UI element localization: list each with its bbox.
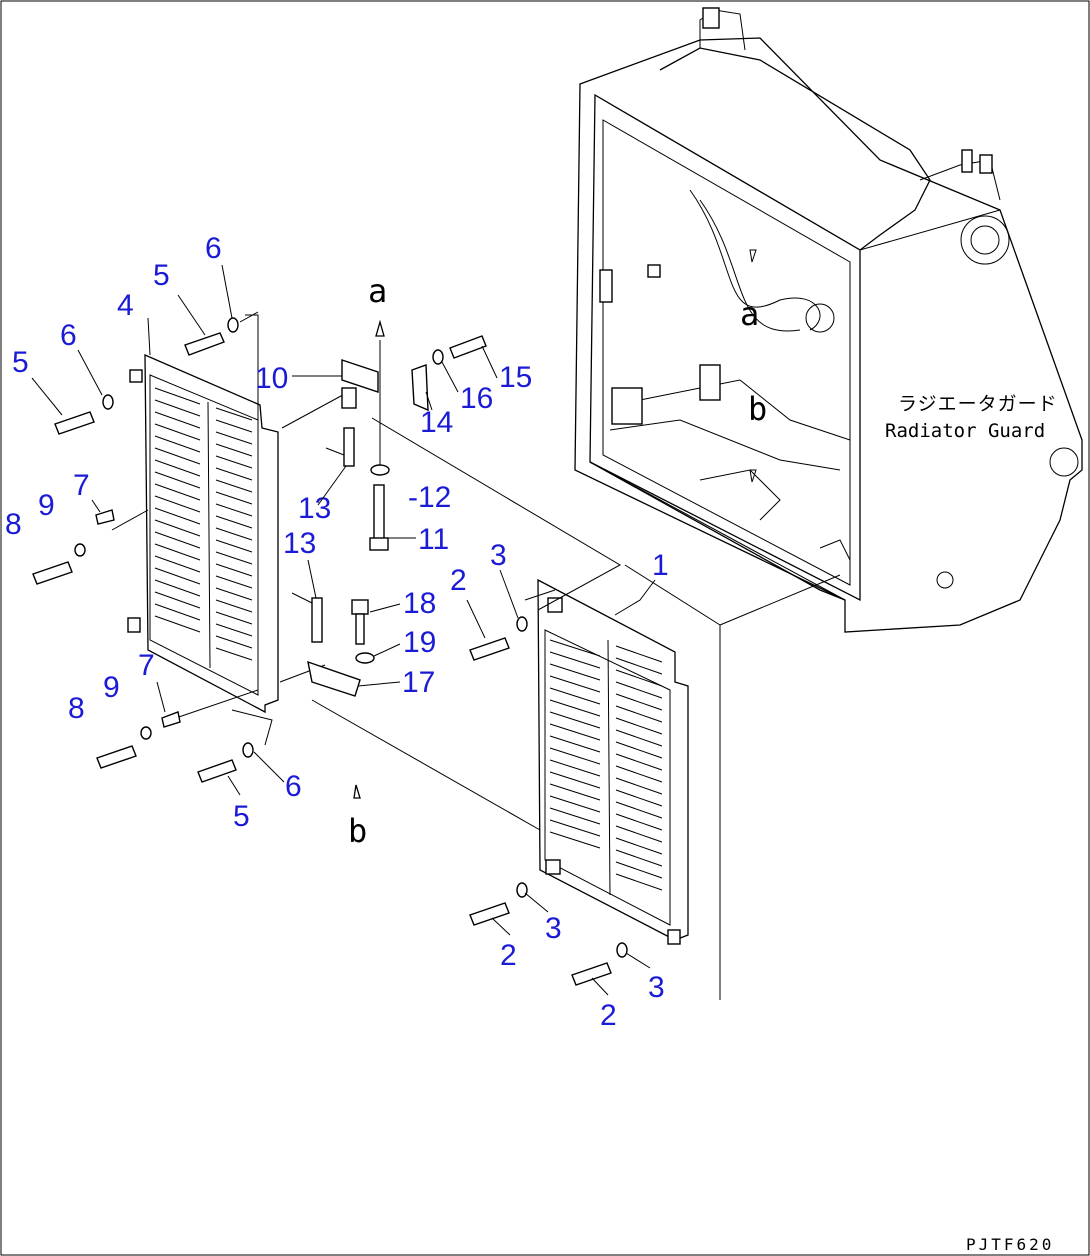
callout-14: 14 [420,406,453,439]
callout-leaders [31,264,656,996]
callout-3: 3 [648,971,665,1004]
callout-1: 1 [652,549,669,582]
left-grille [127,354,279,714]
ref-letter-b: b [348,812,367,850]
callout-7: 7 [138,649,155,682]
callout-9: 9 [103,671,120,704]
callout-15: 15 [499,361,532,394]
callout-10: 10 [255,362,288,395]
callout-3: 3 [490,539,507,572]
callout-6: 6 [60,319,77,352]
callout-labels: 1 2 2 2 3 3 3 4 5 5 5 6 6 6 7 7 8 8 9 9 … [5,232,669,1032]
callout-11: 11 [418,523,449,556]
guard-ref-a: a [740,295,759,333]
callout-13: 13 [298,492,331,525]
callout-4: 4 [117,289,134,322]
guard-label-english: Radiator Guard [885,420,1045,442]
callout-6: 6 [205,232,222,265]
callout-5: 5 [12,346,29,379]
callout-18: 18 [403,587,436,620]
callout-6: 6 [285,770,302,803]
callout-2: 2 [600,999,617,1032]
callout-13: 13 [283,527,316,560]
hardware [32,317,628,986]
callout-5: 5 [153,259,170,292]
callout-8: 8 [5,508,22,541]
guard-label-japanese: ラジエータガード [898,393,1058,415]
radiator-guard-housing [574,7,1083,633]
callout-16: 16 [460,382,493,415]
guard-ref-b: b [748,390,767,428]
callout-7: 7 [73,469,90,502]
callout-8: 8 [68,692,85,725]
right-grille [537,578,689,945]
leader-lines [111,311,841,1000]
callout-17: 17 [402,666,435,699]
ref-letter-a: a [368,272,387,310]
callout-5: 5 [233,800,250,833]
callout-12: -12 [408,481,451,514]
callout-2: 2 [450,564,467,597]
callout-19: 19 [403,626,436,659]
callout-3: 3 [545,912,562,945]
drawing-code: PJTF620 [966,1235,1054,1254]
callout-9: 9 [38,489,55,522]
callout-2: 2 [500,939,517,972]
